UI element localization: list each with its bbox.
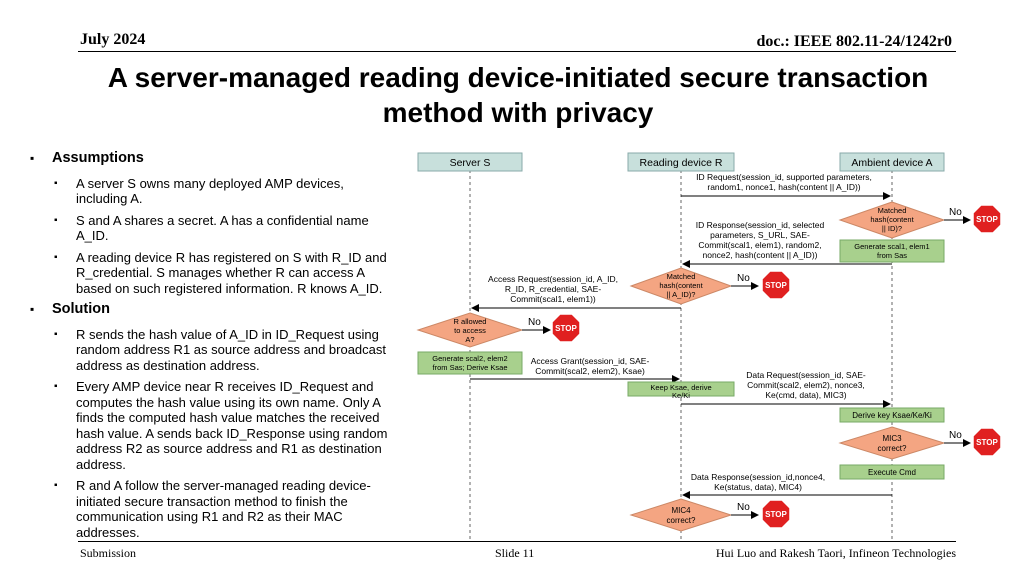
message-access-grant: Access Grant(session_id, SAE- Commit(sca…: [470, 356, 680, 383]
process-generate-scal1: Generate scal1, elem1 from Sas: [839, 239, 945, 263]
svg-text:Commit(scal1, elem1), random: Commit(scal1, elem1), random2,: [698, 240, 821, 250]
svg-text:STOP: STOP: [976, 215, 998, 224]
svg-text:Ke(cmd, data), MIC3): Ke(cmd, data), MIC3): [765, 390, 846, 400]
svg-text:Commit(scal2, elem2), nonce3: Commit(scal2, elem2), nonce3,: [747, 380, 865, 390]
svg-text:|| ID)?: || ID)?: [882, 224, 902, 233]
svg-text:from Sas; Derive Ksae: from Sas; Derive Ksae: [432, 363, 507, 372]
solution-item: R sends the hash value of A_ID in ID_Req…: [30, 327, 390, 374]
svg-text:ID Response(session_id, selec: ID Response(session_id, selected: [696, 220, 825, 230]
svg-text:Matched: Matched: [667, 272, 696, 281]
assumption-item: A reading device R has registered on S w…: [30, 250, 390, 297]
stop-icon: STOP: [972, 427, 1002, 457]
svg-text:Access Request(session_id, A_: Access Request(session_id, A_ID,: [488, 274, 618, 284]
no-label: No: [737, 502, 750, 513]
header-doc-id: doc.: IEEE 802.11-24/1242r0: [756, 33, 952, 50]
svg-text:Execute Cmd: Execute Cmd: [868, 468, 916, 477]
svg-text:correct?: correct?: [667, 516, 696, 525]
message-id-request: ID Request(session_id, supported paramet…: [681, 172, 891, 200]
bullet-list: Assumptions A server S owns many deploye…: [30, 150, 390, 546]
svg-text:Data Response(session_id,nonce: Data Response(session_id,nonce4,: [691, 472, 825, 482]
message-data-request: Data Request(session_id, SAE- Commit(sca…: [681, 370, 891, 408]
svg-text:ID Request(session_id, suppor: ID Request(session_id, supported paramet…: [696, 172, 872, 182]
decision-matched-hash-ambient: Matched hash(content || ID)?: [838, 201, 946, 239]
stop-icon: STOP: [972, 204, 1002, 234]
svg-text:|| A_ID)?: || A_ID)?: [667, 290, 696, 299]
lane-header-ambient: Ambient device A: [839, 152, 945, 172]
svg-text:Access Grant(session_id, SAE-: Access Grant(session_id, SAE-: [531, 356, 650, 366]
no-label: No: [949, 207, 962, 218]
svg-text:correct?: correct?: [878, 444, 907, 453]
assumption-item: S and A shares a secret. A has a confide…: [30, 213, 390, 244]
svg-text:Matched: Matched: [878, 206, 907, 215]
svg-text:STOP: STOP: [976, 438, 998, 447]
process-derive-key: Derive key Ksae/Ke/Ki: [839, 407, 945, 423]
no-label: No: [949, 430, 962, 441]
svg-text:Ke(status, data), MIC4): Ke(status, data), MIC4): [714, 482, 802, 492]
svg-text:Generate scal2, elem2: Generate scal2, elem2: [432, 354, 507, 363]
solution-item: Every AMP device near R receives ID_Requ…: [30, 379, 390, 472]
no-label: No: [528, 317, 541, 328]
svg-text:nonce2, hash(content || A_ID: nonce2, hash(content || A_ID)): [703, 250, 818, 260]
decision-mic3: MIC3 correct?: [838, 426, 946, 460]
assumption-item: A server S owns many deployed AMP device…: [30, 176, 390, 207]
svg-text:Generate scal1, elem1: Generate scal1, elem1: [854, 242, 929, 251]
lane-header-server: Server S: [417, 152, 523, 172]
svg-text:STOP: STOP: [765, 281, 787, 290]
header-date: July 2024: [80, 31, 146, 48]
svg-text:random1, nonce1, hash(content: random1, nonce1, hash(content || A_ID)): [707, 182, 860, 192]
svg-text:Data Request(session_id, SAE-: Data Request(session_id, SAE-: [746, 370, 866, 380]
process-generate-scal2: Generate scal2, elem2 from Sas; Derive K…: [417, 351, 523, 375]
decision-mic4: MIC4 correct?: [629, 498, 733, 532]
svg-text:parameters, S_URL, SAE-: parameters, S_URL, SAE-: [710, 230, 810, 240]
header-rule: [78, 51, 956, 52]
svg-text:Reading device R: Reading device R: [640, 157, 723, 169]
svg-text:Ke/Ki: Ke/Ki: [672, 391, 690, 400]
svg-text:Ambient device A: Ambient device A: [851, 157, 932, 169]
svg-text:MIC3: MIC3: [882, 434, 902, 443]
stop-icon: STOP: [761, 270, 791, 300]
solution-item: R and A follow the server-managed readin…: [30, 478, 390, 540]
assumptions-heading: Assumptions: [30, 150, 390, 167]
process-execute-cmd: Execute Cmd: [839, 464, 945, 480]
svg-text:hash(content: hash(content: [870, 215, 914, 224]
svg-text:Keep Ksae, derive: Keep Ksae, derive: [650, 383, 711, 392]
svg-text:Commit(scal1, elem1)): Commit(scal1, elem1)): [510, 294, 596, 304]
footer-authors: Hui Luo and Rakesh Taori, Infineon Techn…: [715, 546, 956, 560]
slide-title: A server-managed reading device-initiate…: [107, 62, 929, 128]
svg-text:STOP: STOP: [765, 510, 787, 519]
svg-text:to access: to access: [454, 326, 486, 335]
svg-text:Commit(scal2, elem2), Ksae): Commit(scal2, elem2), Ksae): [535, 366, 645, 376]
svg-text:R_ID, R_credential, SAE-: R_ID, R_credential, SAE-: [505, 284, 602, 294]
stop-icon: STOP: [761, 499, 791, 529]
decision-r-allowed: R allowed to access A?: [416, 312, 524, 348]
footer-submission: Submission: [80, 546, 137, 560]
no-label: No: [737, 273, 750, 284]
svg-text:from Sas: from Sas: [877, 251, 907, 260]
svg-text:R allowed: R allowed: [454, 317, 487, 326]
svg-text:Derive key Ksae/Ke/Ki: Derive key Ksae/Ke/Ki: [852, 411, 932, 420]
svg-text:hash(content: hash(content: [659, 281, 703, 290]
message-data-response: Data Response(session_id,nonce4, Ke(stat…: [682, 472, 892, 499]
process-keep-ksae: Keep Ksae, derive Ke/Ki: [627, 381, 735, 400]
svg-text:MIC4: MIC4: [671, 506, 691, 515]
message-id-response: ID Response(session_id, selected paramet…: [682, 220, 892, 268]
message-access-request: Access Request(session_id, A_ID, R_ID, R…: [471, 274, 681, 312]
lane-header-reader: Reading device R: [627, 152, 735, 172]
decision-matched-hash-reader: Matched hash(content || A_ID)?: [629, 267, 733, 305]
svg-text:Server S: Server S: [450, 157, 491, 169]
footer-slide-number: Slide 11: [495, 546, 535, 560]
solution-heading: Solution: [30, 301, 390, 318]
svg-text:STOP: STOP: [555, 324, 577, 333]
stop-icon: STOP: [551, 313, 581, 343]
svg-text:A?: A?: [465, 335, 474, 344]
footer-rule: [78, 541, 956, 542]
